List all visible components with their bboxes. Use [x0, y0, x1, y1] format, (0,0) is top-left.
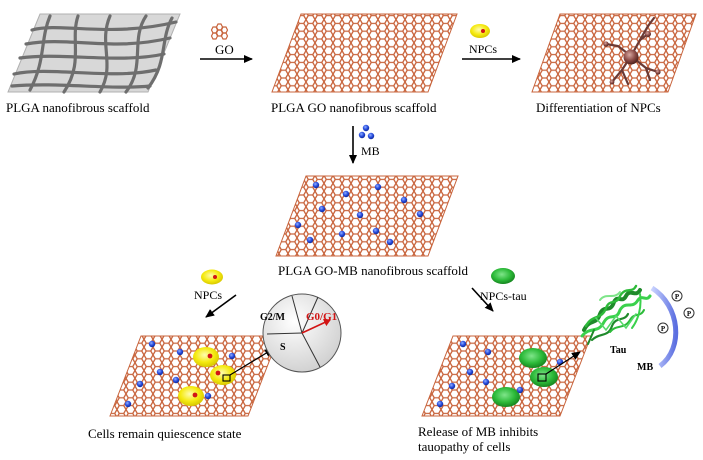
cycle-label-g2m: G2/M [260, 312, 285, 323]
green-npc-cell [492, 387, 520, 407]
mb-dot [124, 400, 132, 408]
mb-dot [516, 386, 524, 394]
quiescence-scaffold [109, 335, 280, 417]
phospho-icons [657, 290, 695, 334]
mb-dot [172, 376, 180, 384]
mb-dot [400, 196, 408, 204]
mb-dot [176, 348, 184, 356]
mb-dot [136, 380, 144, 388]
tau-scaffold [421, 335, 592, 417]
mb-dot [318, 205, 326, 213]
mb-dots-icon [358, 124, 375, 140]
tau-label: Tau [610, 345, 627, 356]
mb-dot [459, 340, 467, 348]
mb-dot [306, 236, 314, 244]
mb-dot-group [124, 340, 236, 408]
npc-yellow-icon-left [201, 269, 223, 285]
mb-dot [372, 227, 380, 235]
cycle-label-s: S [280, 342, 286, 353]
arrow-npcs-tau [471, 287, 494, 312]
mb-dot [374, 183, 382, 191]
mb-dot [294, 221, 302, 229]
yellow-npc-cell [178, 386, 204, 406]
arrow-label-npcs-tau: NPCs-tau [480, 289, 527, 303]
mb-dot [156, 368, 164, 376]
arrow-label-npcs-top: NPCs [469, 42, 498, 56]
differentiation-scaffold [531, 13, 697, 93]
phospho-label: P [674, 293, 680, 301]
mb-dot-group [294, 181, 424, 246]
mb-dot [416, 210, 424, 218]
label-release-line2: tauopathy of cells [418, 439, 511, 454]
zoom-arrow-left [229, 348, 274, 376]
arrow-label-npcs-left: NPCs [194, 288, 223, 302]
zoom-arrow-right [545, 351, 581, 375]
label-quiescence: Cells remain quiescence state [88, 426, 242, 441]
mb-dot [148, 340, 156, 348]
mb-dot [482, 378, 490, 386]
green-npc-cell [530, 367, 558, 387]
cycle-label-g0g1: G0/G1 [306, 311, 338, 323]
mb-dot [356, 211, 364, 219]
npc-yellow-icon [470, 24, 490, 38]
plga-go-scaffold [271, 13, 458, 93]
mb-dot [338, 230, 346, 238]
arrow-label-go: GO [215, 42, 234, 57]
mb-dot [204, 392, 212, 400]
cycle-arrow [301, 318, 331, 334]
plga-go-mb-scaffold [275, 175, 459, 257]
label-plga-scaffold: PLGA nanofibrous scaffold [6, 100, 150, 115]
phospho-label: P [660, 325, 666, 333]
label-differentiation: Differentiation of NPCs [536, 100, 661, 115]
label-release-line1: Release of MB inhibits [418, 424, 539, 439]
arrow-npcs-left [205, 294, 237, 318]
zoom-box [222, 374, 231, 382]
cell-cycle-diagram [262, 293, 342, 373]
mb-label-tau: MB [637, 362, 654, 373]
yellow-npc-cell [193, 347, 219, 367]
npc-green-icon [491, 268, 515, 284]
arrow-label-mb: MB [361, 144, 380, 158]
label-gomb-scaffold: PLGA GO-MB nanofibrous scaffold [278, 263, 469, 278]
mb-dot [342, 190, 350, 198]
tau-protein-icon [580, 284, 652, 345]
mb-dot [386, 238, 394, 246]
mb-dot [312, 181, 320, 189]
plga-scaffold [7, 13, 181, 94]
zoom-box [537, 373, 547, 382]
mb-dot [448, 382, 456, 390]
mb-dot-group [436, 340, 564, 408]
go-hexagon-icon [210, 23, 229, 40]
label-go-scaffold: PLGA GO nanofibrous scaffold [271, 100, 437, 115]
neuron-icon [603, 16, 661, 86]
fiber-network [10, 14, 178, 94]
green-npc-cell [519, 348, 547, 368]
mb-dot [484, 348, 492, 356]
phospho-label: P [686, 310, 692, 318]
mb-dot [228, 352, 236, 360]
mb-arc [650, 285, 679, 368]
mb-dot [466, 368, 474, 376]
mb-dot [436, 400, 444, 408]
